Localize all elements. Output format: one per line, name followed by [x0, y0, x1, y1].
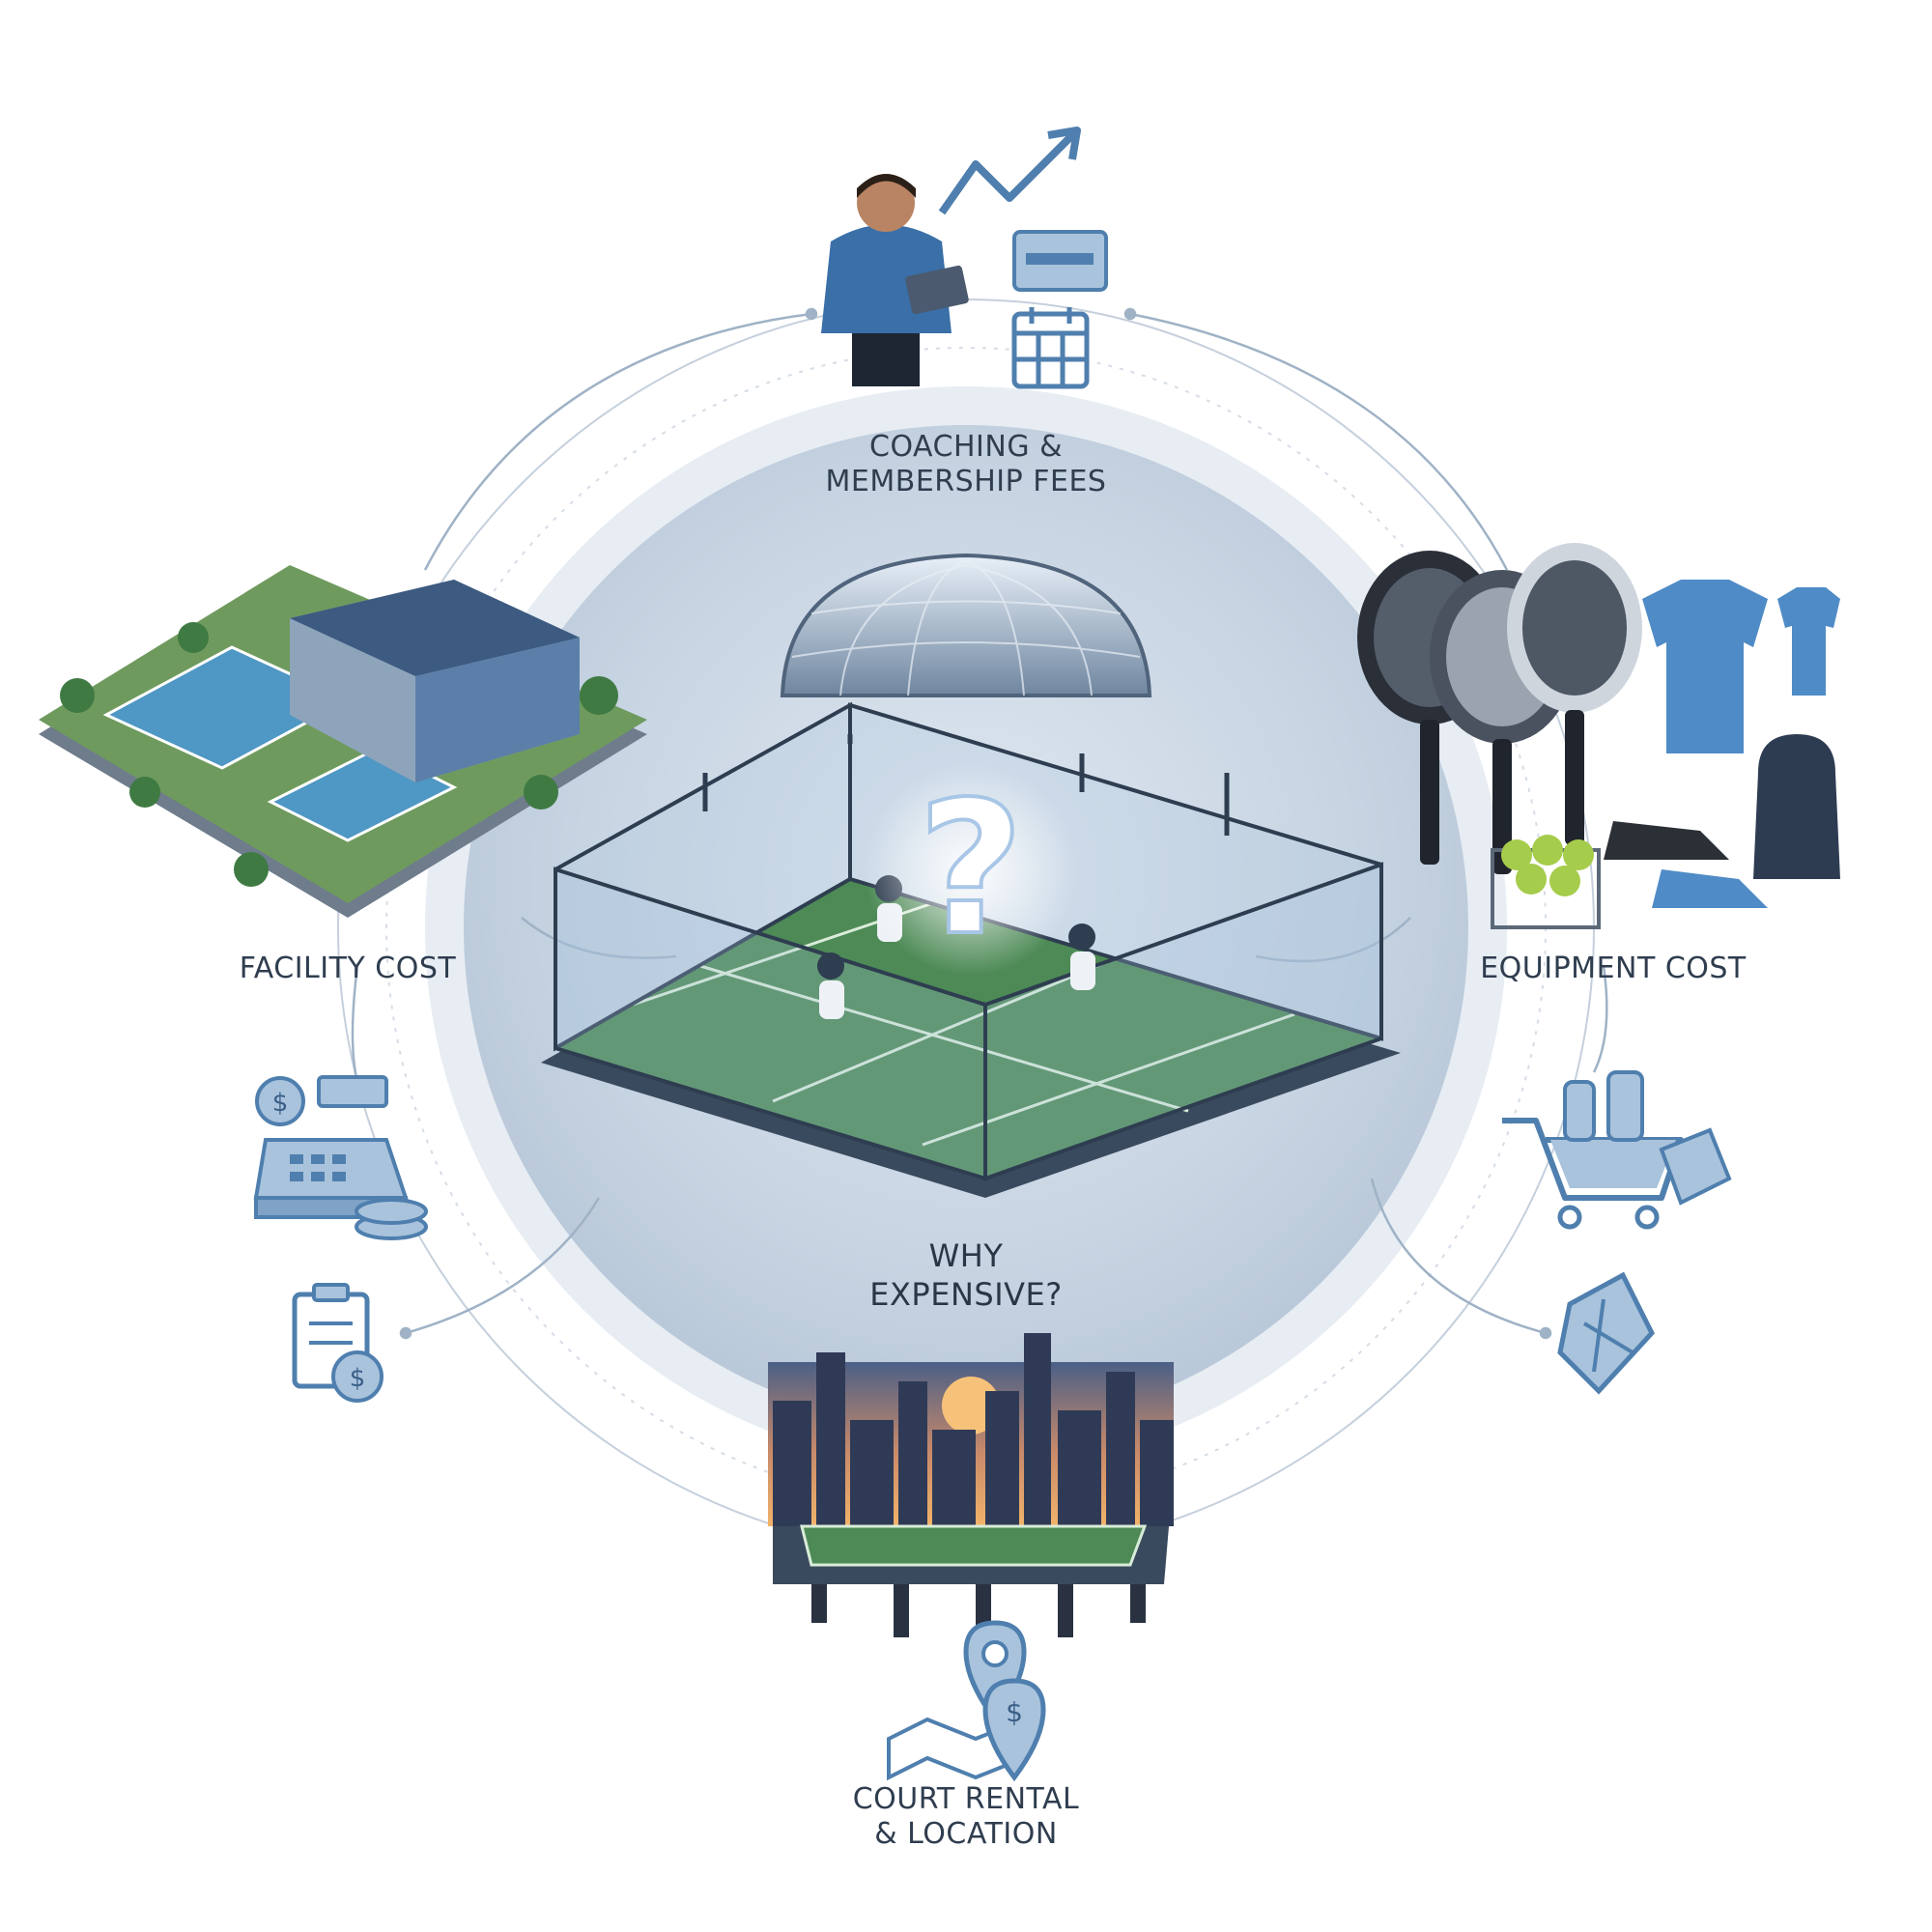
ball-basket — [1491, 835, 1601, 929]
shoes — [1652, 869, 1768, 908]
coaching-label: COACHING & MEMBERSHIP FEES — [825, 430, 1107, 498]
coaching-illustration — [821, 127, 1108, 389]
location-pin-icon: $ — [887, 1620, 1046, 1782]
shoes — [1604, 821, 1729, 860]
facility-label: FACILITY COST — [239, 952, 457, 985]
racket — [1507, 543, 1642, 845]
glass-walls — [554, 701, 1383, 1181]
rackets-illustration — [1357, 543, 1840, 929]
backpack — [1753, 734, 1840, 879]
shopping-cart-icon — [1502, 1070, 1732, 1230]
question-mark: ? — [918, 762, 1024, 976]
facility-illustration — [39, 565, 647, 918]
central-court: ? — [541, 553, 1401, 1198]
svg-text:$: $ — [350, 1364, 366, 1393]
tshirt — [1642, 580, 1768, 753]
svg-text:$: $ — [1006, 1696, 1023, 1728]
city-rooftop-court-illustration — [768, 1333, 1174, 1642]
trend-arrow-icon — [938, 127, 1081, 215]
calendar-icon — [1011, 307, 1090, 389]
svg-text:$: $ — [272, 1089, 289, 1118]
coach-figure — [821, 174, 969, 386]
dome — [780, 553, 1152, 697]
membership-card-icon — [1012, 230, 1108, 292]
center-label: WHY EXPENSIVE? — [869, 1237, 1063, 1313]
grip-tape-icon — [1557, 1271, 1656, 1395]
equipment-label: EQUIPMENT COST — [1480, 952, 1747, 985]
location-label: COURT RENTAL & LOCATION — [852, 1782, 1080, 1851]
tshirt — [1777, 587, 1840, 696]
cash-register-icon: $ — [253, 1075, 428, 1240]
connector-lines — [351, 307, 1608, 1340]
invoice-icon: $ — [292, 1283, 384, 1403]
